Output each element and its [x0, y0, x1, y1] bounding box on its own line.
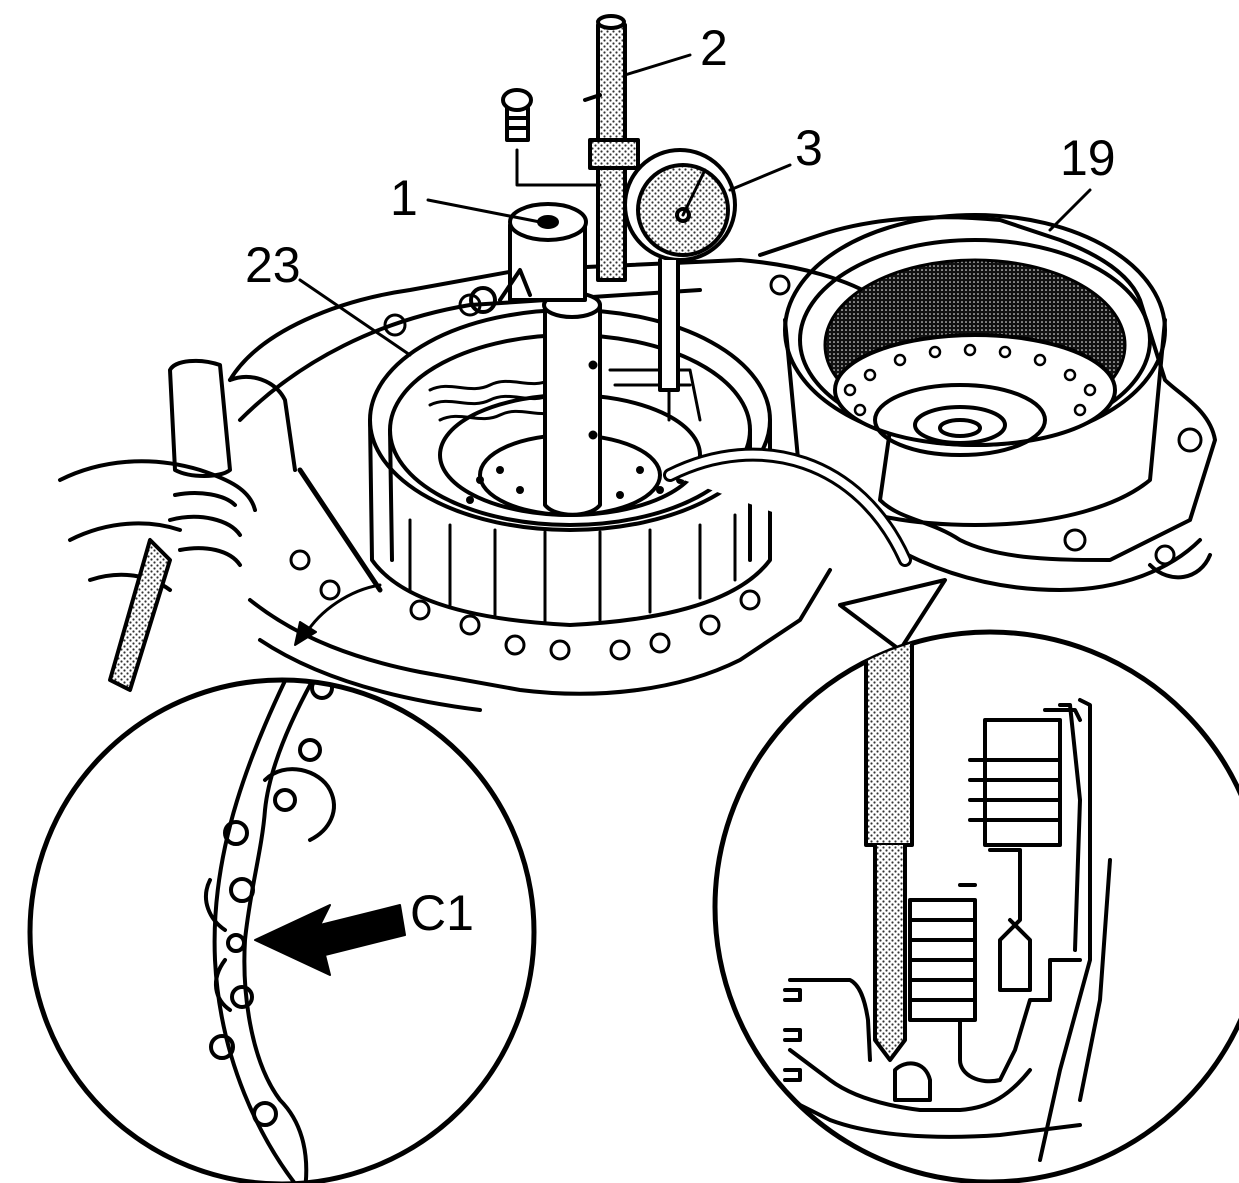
- leader-3: [728, 163, 792, 192]
- leader-1: [426, 198, 542, 224]
- callout-c1: C1: [410, 885, 474, 941]
- callout-1: 1: [390, 170, 418, 226]
- leader-23: [298, 278, 412, 357]
- screw: [501, 88, 602, 187]
- callout-2: 2: [700, 20, 728, 76]
- center-shaft: [542, 291, 602, 517]
- hand-with-air-nozzle: [58, 358, 383, 692]
- callout-3: 3: [795, 120, 823, 176]
- leader-2: [623, 53, 692, 77]
- clutch-housing-rear: [783, 213, 1167, 527]
- leader-19: [1048, 188, 1092, 232]
- flange-bolt-holes: [289, 274, 1203, 661]
- detail-arrow-left: [303, 583, 382, 637]
- rear-ring-holes: [843, 343, 1097, 417]
- indicator-rod: [583, 14, 640, 282]
- callout-23: 23: [245, 237, 301, 293]
- detail-circle-left: [27, 677, 537, 1183]
- inner-plates: [428, 368, 702, 422]
- detail-arrow-right-head: [838, 578, 947, 652]
- tool-post: [469, 202, 588, 314]
- callout-19: 19: [1060, 130, 1116, 186]
- detail-circle-right: [712, 629, 1239, 1183]
- detail-arrow-right-inner: [666, 450, 909, 564]
- dial-indicator: [623, 148, 737, 422]
- detail-arrow-left-head: [294, 621, 317, 646]
- c1-arrow: [254, 904, 406, 976]
- clutch-segments: [408, 513, 737, 624]
